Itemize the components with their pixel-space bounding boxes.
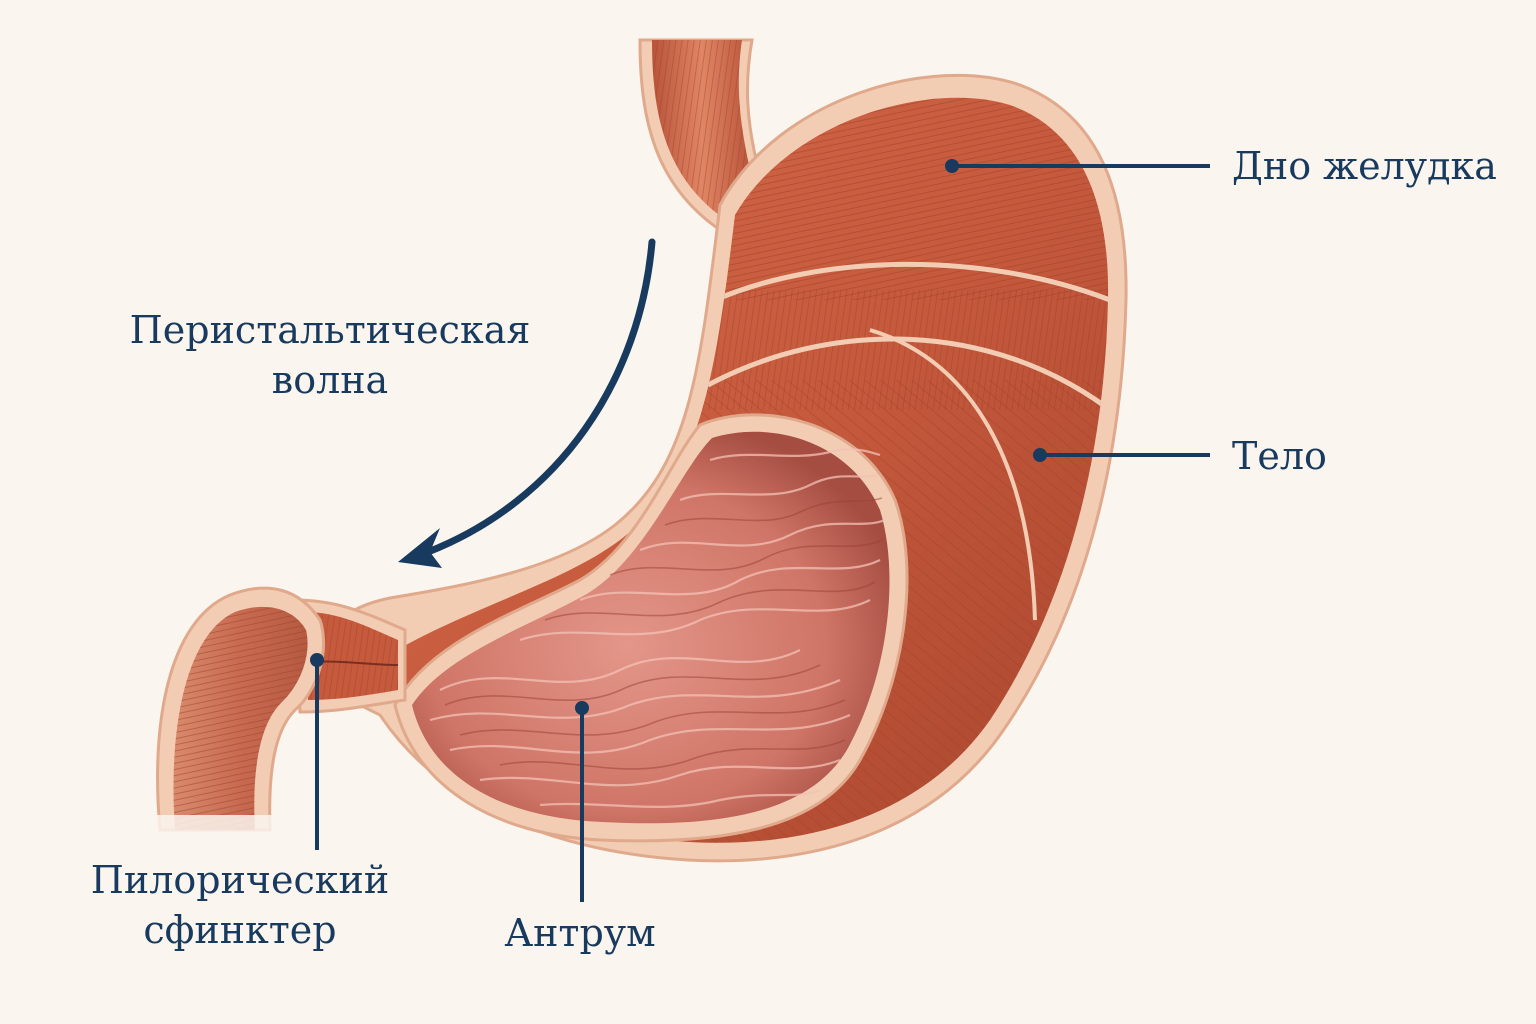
esophagus	[638, 38, 762, 233]
peristaltic-wave-label-line-2: волна	[271, 358, 389, 402]
antrum-mucosa	[412, 431, 890, 824]
body-leader	[1033, 448, 1210, 462]
pyloric-sphincter-label-line-1: Пилорический	[90, 858, 390, 902]
stomach-wall	[325, 73, 1128, 863]
peristaltic-wave-label: Перистальтическая волна	[120, 305, 540, 405]
leader-lines	[310, 159, 1210, 902]
antrum-leader	[575, 701, 589, 902]
duodenum	[140, 586, 325, 845]
fundus-label: Дно желудка	[1232, 144, 1497, 188]
fundus-leader	[945, 159, 1210, 173]
pylorus-leader	[310, 653, 324, 850]
peristaltic-wave-label-line-1: Перистальтическая	[129, 308, 531, 352]
pyloric-sphincter-label: Пилорический сфинктер	[80, 855, 400, 955]
body-label: Тело	[1232, 434, 1327, 478]
antrum-label: Антрум	[504, 911, 656, 955]
peristaltic-wave-arrow	[398, 238, 656, 568]
pyloric-sphincter-label-line-2: сфинктер	[143, 908, 337, 952]
